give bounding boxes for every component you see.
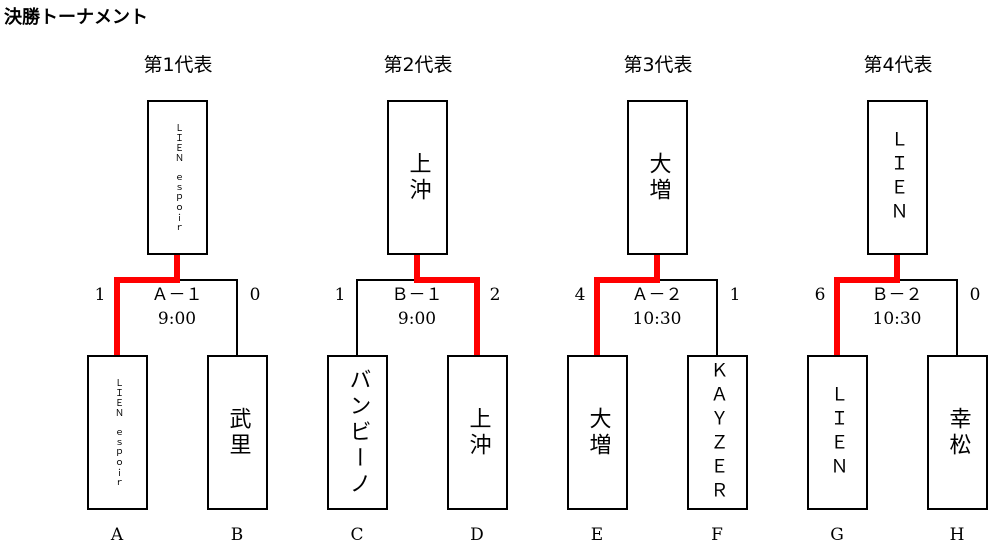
winner-team-4: ＬＩＥＮ bbox=[887, 129, 909, 226]
representative-label-4: 第4代表 bbox=[863, 54, 933, 76]
score-g: 6 bbox=[814, 285, 826, 305]
representative-label-3: 第3代表 bbox=[623, 54, 693, 76]
winner-box-2: 上沖 bbox=[387, 100, 448, 255]
team-box-e: 大増 bbox=[567, 355, 628, 510]
winner-team-3: 大増 bbox=[645, 151, 671, 204]
slot-label-a: A bbox=[110, 525, 124, 545]
match-name-2: Ｂ－１ bbox=[391, 285, 443, 305]
winner-box-3: 大増 bbox=[627, 100, 688, 255]
representative-label-2: 第2代表 bbox=[383, 54, 453, 76]
score-d: 2 bbox=[489, 285, 501, 305]
team-name-e: 大増 bbox=[585, 406, 611, 459]
slot-label-f: F bbox=[711, 525, 723, 545]
winner-team-1: ＬＩＥＮ ｅｓｐｏｉｒ bbox=[173, 122, 183, 233]
team-name-g: ＬＩＥＮ bbox=[827, 384, 849, 481]
winner-team-2: 上沖 bbox=[405, 151, 431, 204]
team-box-g: ＬＩＥＮ bbox=[807, 355, 868, 510]
slot-label-c: C bbox=[350, 525, 364, 545]
page-title: 決勝トーナメント bbox=[4, 7, 148, 28]
team-name-h: 幸松 bbox=[945, 406, 971, 459]
slot-label-g: G bbox=[830, 525, 844, 545]
team-box-f: ＫＡＹＺＥＲ bbox=[687, 355, 748, 510]
match-time-2: 9:00 bbox=[397, 309, 437, 329]
score-h: 0 bbox=[969, 285, 981, 305]
winner-box-1: ＬＩＥＮ ｅｓｐｏｉｒ bbox=[147, 100, 208, 255]
team-name-b: 武里 bbox=[225, 406, 251, 459]
score-f: 1 bbox=[729, 285, 741, 305]
slot-label-b: B bbox=[230, 525, 244, 545]
team-box-h: 幸松 bbox=[927, 355, 988, 510]
match-name-4: Ｂ－２ bbox=[871, 285, 923, 305]
team-name-a: ＬＩＥＮ ｅｓｐｏｉｒ bbox=[113, 377, 123, 488]
slot-label-e: E bbox=[590, 525, 604, 545]
match-time-4: 10:30 bbox=[872, 309, 922, 329]
match-time-1: 9:00 bbox=[157, 309, 197, 329]
team-box-a: ＬＩＥＮ ｅｓｐｏｉｒ bbox=[87, 355, 148, 510]
representative-label-1: 第1代表 bbox=[143, 54, 213, 76]
match-name-3: Ａ－２ bbox=[631, 285, 683, 305]
slot-label-h: H bbox=[949, 525, 965, 545]
team-name-d: 上沖 bbox=[465, 406, 491, 459]
match-time-3: 10:30 bbox=[632, 309, 682, 329]
score-b: 0 bbox=[249, 285, 261, 305]
team-box-c: バンビーノ bbox=[327, 355, 388, 510]
winner-box-4: ＬＩＥＮ bbox=[867, 100, 928, 255]
team-box-b: 武里 bbox=[207, 355, 268, 510]
score-c: 1 bbox=[334, 285, 346, 305]
team-name-c: バンビーノ bbox=[345, 367, 371, 498]
slot-label-d: D bbox=[470, 525, 484, 545]
score-e: 4 bbox=[574, 285, 586, 305]
match-name-1: Ａ－１ bbox=[151, 285, 203, 305]
team-box-d: 上沖 bbox=[447, 355, 508, 510]
score-a: 1 bbox=[94, 285, 106, 305]
team-name-f: ＫＡＹＺＥＲ bbox=[707, 360, 729, 505]
